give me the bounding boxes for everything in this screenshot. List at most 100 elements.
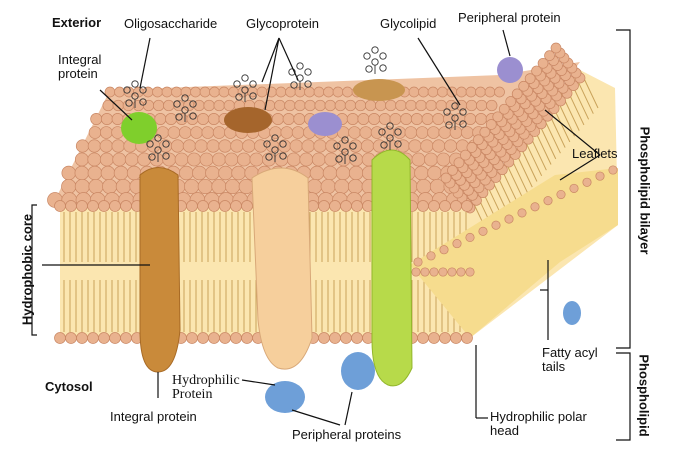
lipid-head bbox=[194, 139, 208, 153]
lipid-head bbox=[102, 178, 118, 195]
lipid-head bbox=[137, 152, 152, 167]
glycoprotein bbox=[224, 107, 272, 133]
lipid-head bbox=[87, 332, 99, 344]
lipid-head bbox=[415, 126, 429, 139]
sugar-unit bbox=[249, 80, 257, 88]
lipid-head bbox=[98, 200, 110, 212]
sugar-unit bbox=[296, 62, 304, 70]
lipid-head bbox=[413, 257, 423, 267]
lipid-head bbox=[207, 113, 220, 125]
lipid-head bbox=[405, 99, 417, 112]
lipid-head bbox=[393, 126, 406, 139]
lipid-head bbox=[74, 178, 90, 195]
lipid-head bbox=[149, 152, 164, 167]
peripheral-protein-purple-mid bbox=[308, 112, 342, 136]
lipid-head bbox=[171, 86, 182, 98]
lipid-head bbox=[411, 152, 426, 167]
lipid-head bbox=[556, 189, 566, 200]
lipid-head bbox=[322, 165, 338, 181]
sugar-unit bbox=[154, 134, 162, 142]
lipid-head bbox=[61, 165, 76, 181]
lipid-head bbox=[461, 200, 473, 212]
lipid-head bbox=[274, 99, 286, 112]
lipid-head bbox=[154, 113, 167, 125]
sugar-unit bbox=[378, 128, 386, 136]
sugar-unit bbox=[162, 152, 170, 160]
lipid-head bbox=[334, 178, 350, 195]
lipid-head bbox=[120, 332, 132, 344]
lipid-head bbox=[219, 332, 231, 344]
sugar-unit bbox=[123, 86, 131, 94]
lipid-head bbox=[408, 86, 420, 98]
lipid-head bbox=[286, 152, 301, 167]
lipid-head bbox=[550, 42, 562, 54]
sugar-unit bbox=[363, 52, 371, 60]
sugar-unit bbox=[379, 52, 387, 60]
lipid-head bbox=[348, 165, 364, 181]
sugar-unit bbox=[125, 99, 133, 107]
lipid-head bbox=[112, 152, 127, 167]
lipid-head bbox=[265, 139, 280, 153]
lipid-head bbox=[332, 86, 344, 98]
lipid-head bbox=[88, 178, 104, 195]
fold-heads bbox=[413, 165, 618, 267]
lipid-head bbox=[261, 152, 276, 167]
oligosaccharide-chain bbox=[173, 94, 197, 122]
sugar-unit bbox=[394, 140, 402, 148]
lipid-head bbox=[161, 86, 173, 98]
lipid-head bbox=[425, 99, 437, 112]
lipid-head bbox=[165, 113, 178, 125]
lipid-head bbox=[531, 65, 542, 77]
sugar-unit bbox=[380, 141, 388, 149]
lipid-head bbox=[450, 332, 462, 344]
lipid-head bbox=[432, 139, 446, 153]
lipid-head bbox=[428, 332, 440, 344]
lipid-head bbox=[410, 113, 423, 125]
lipid-head bbox=[537, 57, 549, 69]
lipid-head bbox=[447, 165, 458, 176]
lipid-head bbox=[314, 99, 326, 112]
lipid-head bbox=[224, 152, 239, 167]
sugar-unit bbox=[173, 100, 181, 108]
lipid-head bbox=[100, 126, 113, 139]
lipid-head bbox=[218, 86, 230, 98]
lipid-head bbox=[344, 99, 357, 112]
lipid-head bbox=[595, 171, 605, 181]
oligosaccharide-chain bbox=[333, 136, 357, 164]
lipid-head bbox=[271, 113, 284, 125]
lipid-head bbox=[569, 183, 579, 193]
lipid-head bbox=[301, 139, 315, 153]
lipid-head bbox=[411, 267, 421, 277]
lipid-head bbox=[450, 200, 462, 212]
sugar-unit bbox=[459, 120, 467, 128]
lipid-head bbox=[370, 126, 384, 139]
lipid-head bbox=[318, 200, 330, 212]
lipid-head bbox=[152, 86, 163, 98]
lipid-head bbox=[163, 99, 175, 112]
lipid-head bbox=[475, 99, 488, 112]
sugar-unit bbox=[279, 152, 287, 160]
sugar-unit bbox=[333, 142, 341, 150]
lipid-head bbox=[320, 178, 336, 195]
peripheral-protein-blue-left bbox=[265, 381, 305, 413]
lipid-head bbox=[417, 200, 429, 212]
lipid-head bbox=[124, 152, 139, 167]
lipid-head bbox=[100, 113, 113, 125]
lipid-head bbox=[396, 139, 410, 153]
lipid-head bbox=[427, 86, 439, 98]
lipid-head bbox=[375, 99, 387, 112]
lipid-head bbox=[126, 165, 142, 181]
lipid-head bbox=[492, 111, 504, 123]
oligosaccharide-chain bbox=[263, 134, 287, 162]
lipid-head bbox=[511, 88, 523, 100]
lipid-head bbox=[465, 232, 475, 243]
lipid-head bbox=[360, 139, 375, 153]
sugar-unit bbox=[386, 122, 394, 130]
label-exterior: Exterior bbox=[52, 15, 102, 30]
lipid-head bbox=[354, 99, 367, 112]
lipid-head bbox=[417, 332, 429, 344]
sugar-unit bbox=[175, 113, 183, 121]
lipid-head bbox=[225, 178, 241, 195]
lipid-head bbox=[453, 157, 465, 169]
lipid-head bbox=[178, 126, 192, 139]
